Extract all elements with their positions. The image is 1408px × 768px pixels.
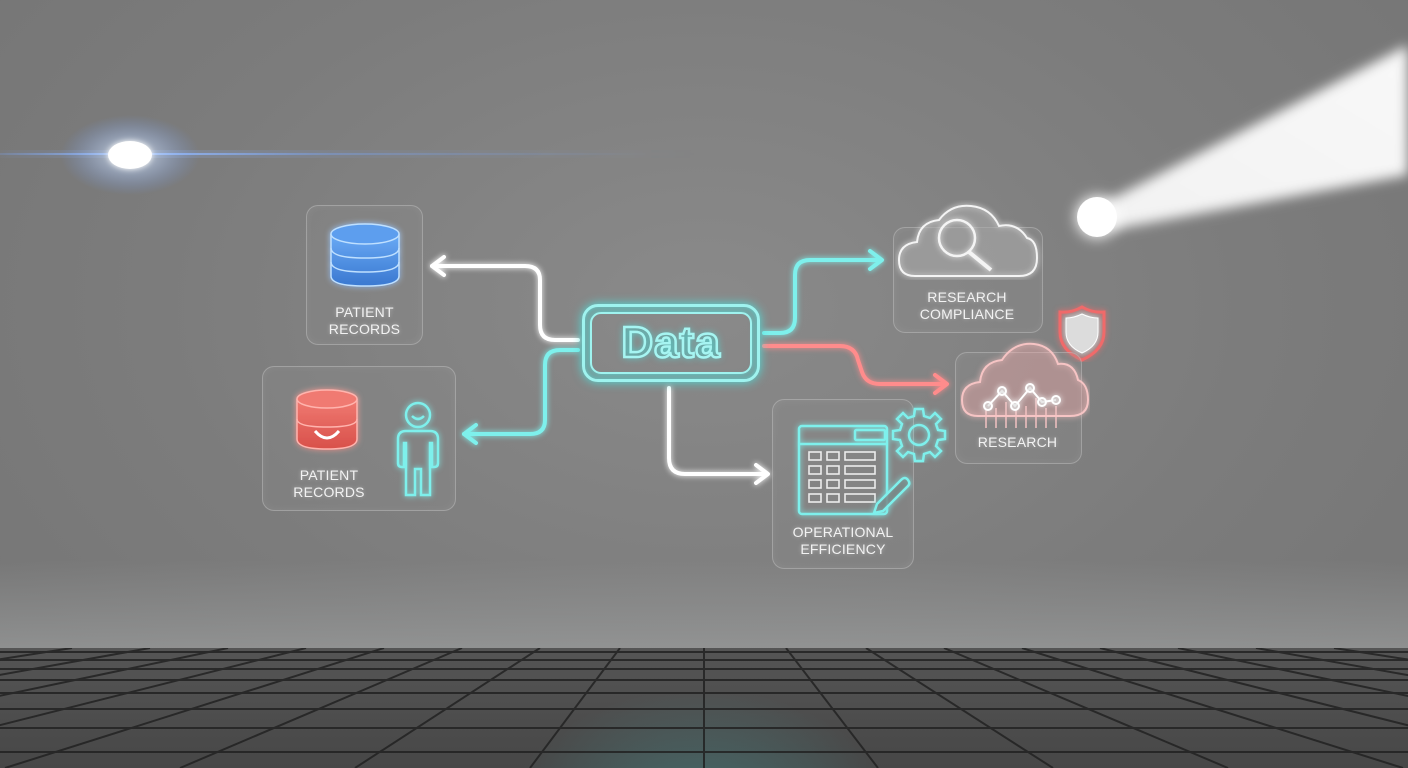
- cloud-chart-icon: [960, 342, 1090, 428]
- label-line-2: EFFICIENCY: [800, 541, 886, 557]
- node-label: PATIENT RECORDS: [263, 467, 395, 501]
- label-line-1: RESEARCH: [977, 434, 1058, 450]
- node-patient-records-top[interactable]: PATIENT RECORDS: [306, 205, 423, 345]
- data-center-node-inner: Data: [590, 312, 752, 374]
- node-label: OPERATIONAL EFFICIENCY: [773, 524, 913, 558]
- node-operational-efficiency[interactable]: OPERATIONAL EFFICIENCY: [772, 399, 914, 569]
- lens-flare: [0, 115, 700, 195]
- node-label: PATIENT RECORDS: [307, 304, 422, 338]
- floor-grid-lines: [0, 648, 1408, 768]
- shield-icon: [1058, 305, 1106, 362]
- perspective-floor-grid: [0, 648, 1408, 768]
- horizon-haze: [0, 560, 1408, 650]
- label-line-1: RESEARCH: [927, 289, 1007, 305]
- label-line-1: PATIENT: [299, 467, 359, 483]
- label-line-2: RECORDS: [328, 321, 401, 337]
- data-center-label: Data: [620, 317, 721, 369]
- database-icon: [330, 223, 400, 287]
- label-line-1: PATIENT: [335, 304, 394, 320]
- cloud-search-icon: [897, 204, 1039, 277]
- connector-to-research: [762, 344, 947, 386]
- spreadsheet-edit-icon: [797, 424, 911, 516]
- node-patient-records-bottom[interactable]: PATIENT RECORDS: [262, 366, 456, 511]
- connector-to-research-compliance: [762, 258, 882, 335]
- connector-to-patient-records-bottom: [462, 348, 580, 436]
- connector-to-operational-efficiency: [667, 386, 768, 476]
- spotlight-beam: [1071, 45, 1408, 243]
- node-label-research: RESEARCH: [955, 434, 1080, 451]
- connector-to-patient-records-top: [430, 264, 580, 342]
- label-line-2: COMPLIANCE: [919, 306, 1015, 322]
- gear-icon: [891, 407, 947, 463]
- data-center-node[interactable]: Data: [582, 304, 760, 382]
- person-icon: [396, 401, 440, 497]
- database-smile-icon: [296, 389, 358, 450]
- node-label-research-compliance: RESEARCH COMPLIANCE: [893, 289, 1041, 323]
- label-line-2: RECORDS: [293, 484, 365, 500]
- label-line-1: OPERATIONAL: [792, 524, 894, 540]
